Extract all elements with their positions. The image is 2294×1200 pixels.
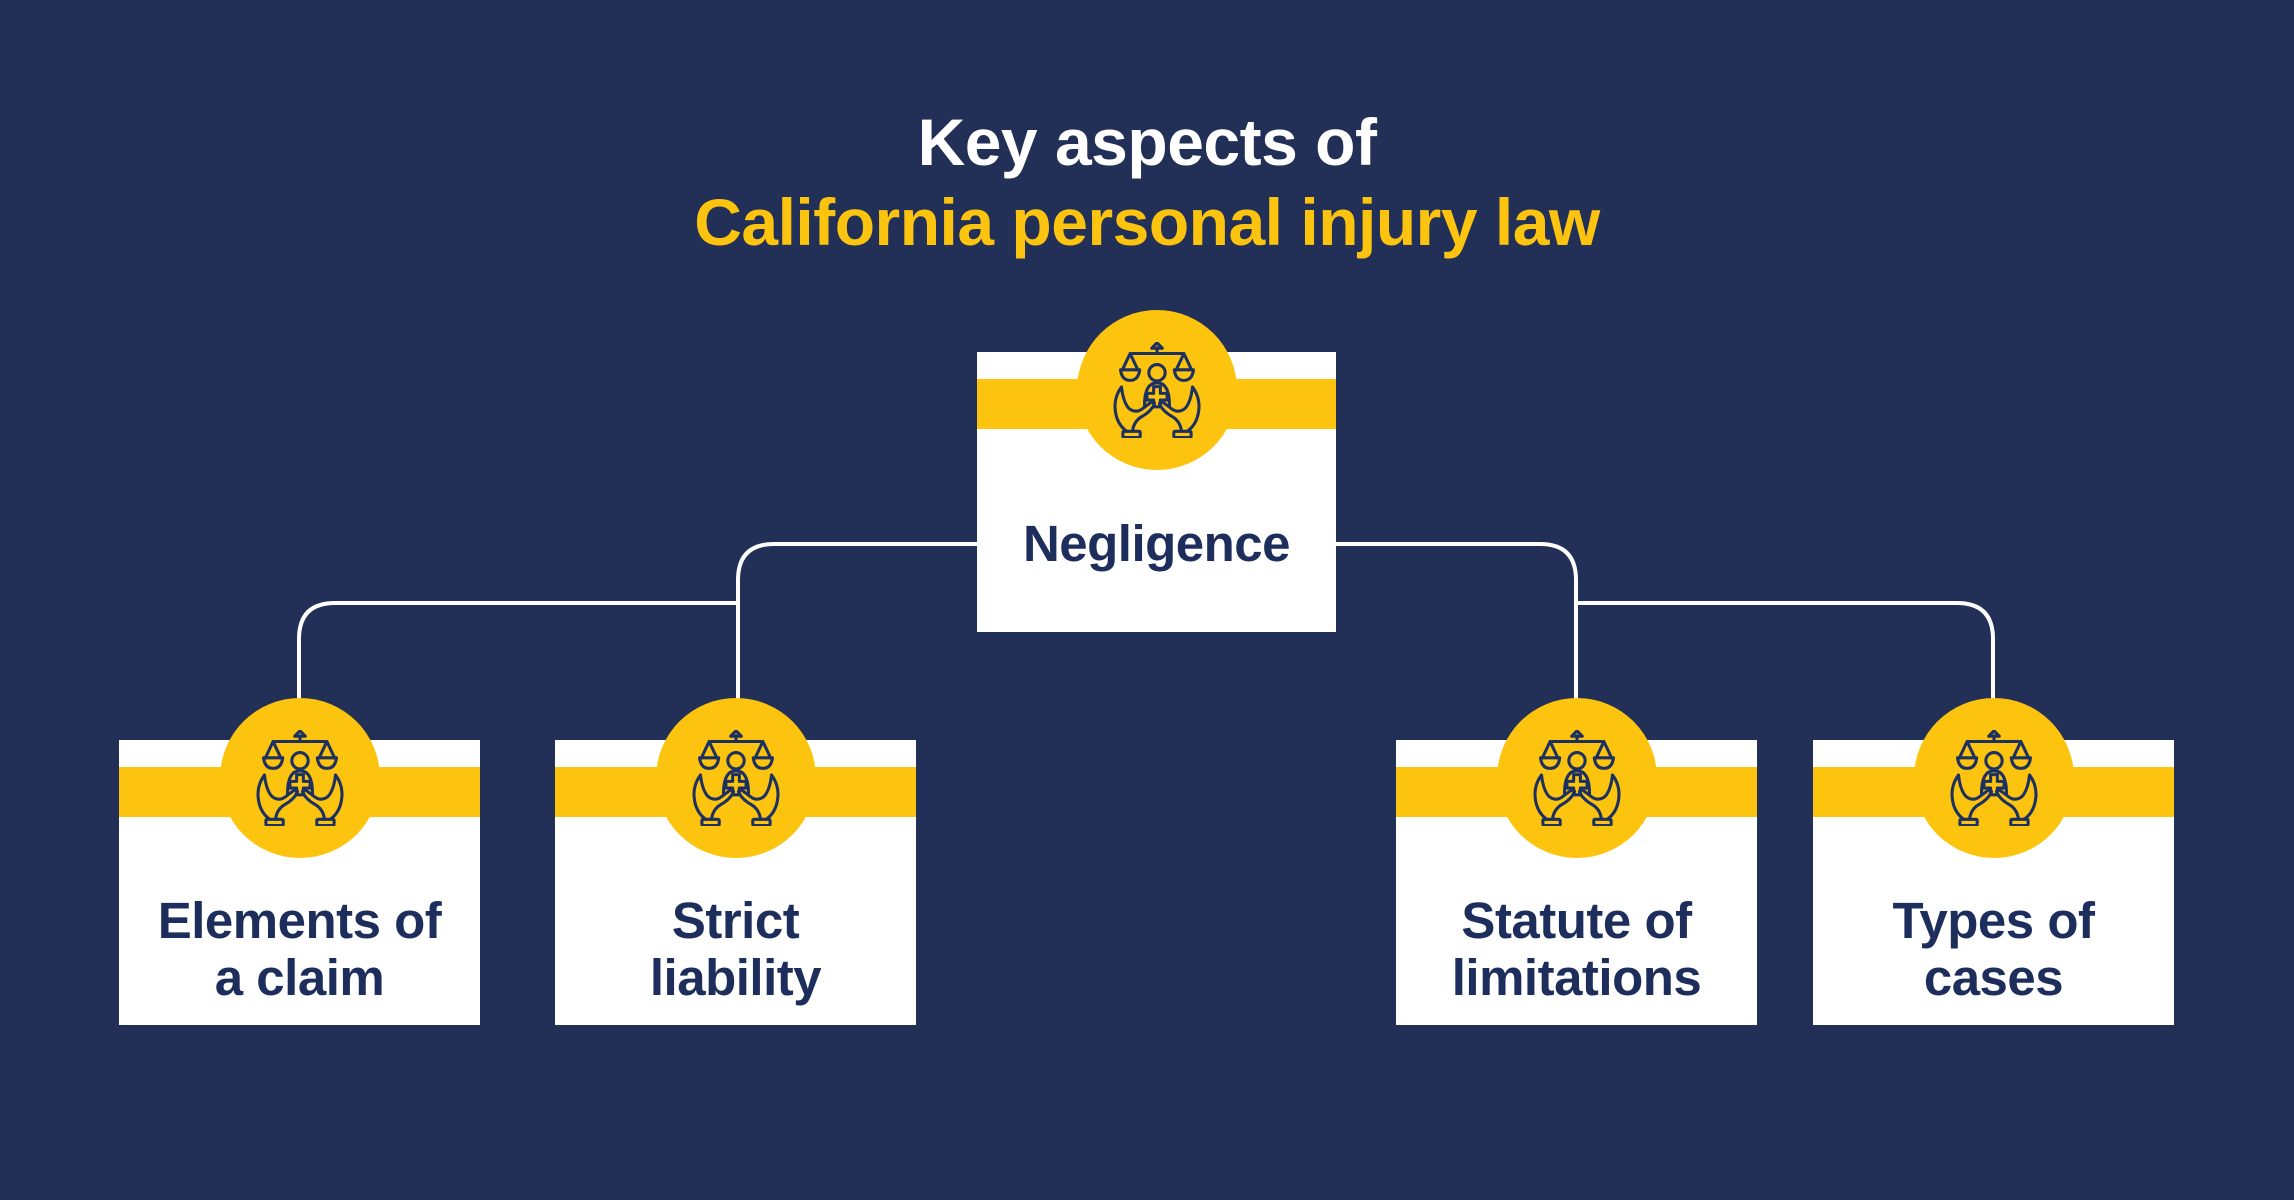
node-label-line-2: liability — [649, 949, 822, 1006]
node-label: Strict liability — [555, 892, 916, 1006]
justice-care-icon — [1946, 730, 2042, 826]
node-card-elements-of-a-claim: Elements of a claim — [119, 698, 480, 1025]
node-label-line-1: Strict — [671, 892, 800, 949]
node-label-line-2: cases — [1923, 949, 2064, 1006]
icon-badge — [1076, 310, 1237, 470]
node-card-negligence: Negligence — [977, 310, 1336, 632]
icon-badge — [219, 698, 380, 858]
node-label-line-2: limitations — [1451, 949, 1702, 1006]
node-card-types-of-cases: Types of cases — [1813, 698, 2174, 1025]
connector-branch-to-types — [1576, 601, 1995, 706]
title-line-1: Key aspects of — [917, 105, 1377, 179]
justice-care-icon — [1109, 342, 1205, 438]
node-card-strict-liability: Strict liability — [555, 698, 916, 1025]
connector-root-to-statute — [1336, 542, 1578, 706]
icon-badge — [655, 698, 816, 858]
node-label-line-2: a claim — [214, 949, 385, 1006]
icon-badge — [1913, 698, 2074, 858]
node-label: Statute of limitations — [1396, 892, 1757, 1006]
node-label-line-1: Statute of — [1461, 892, 1692, 949]
connector-branch-to-elements — [297, 601, 738, 706]
node-label: Elements of a claim — [119, 892, 480, 1006]
justice-care-icon — [252, 730, 348, 826]
page-title: Key aspects of California personal injur… — [0, 102, 2294, 262]
node-label-line-1: Types of — [1892, 892, 2095, 949]
justice-care-icon — [1529, 730, 1625, 826]
title-line-2: California personal injury law — [694, 185, 1600, 259]
connector-root-to-strict-liability — [736, 542, 977, 706]
icon-badge — [1496, 698, 1657, 858]
node-label: Types of cases — [1813, 892, 2174, 1006]
node-label: Negligence — [1022, 515, 1291, 572]
justice-care-icon — [688, 730, 784, 826]
node-label-line-1: Elements of — [157, 892, 442, 949]
node-card-statute-of-limitations: Statute of limitations — [1396, 698, 1757, 1025]
